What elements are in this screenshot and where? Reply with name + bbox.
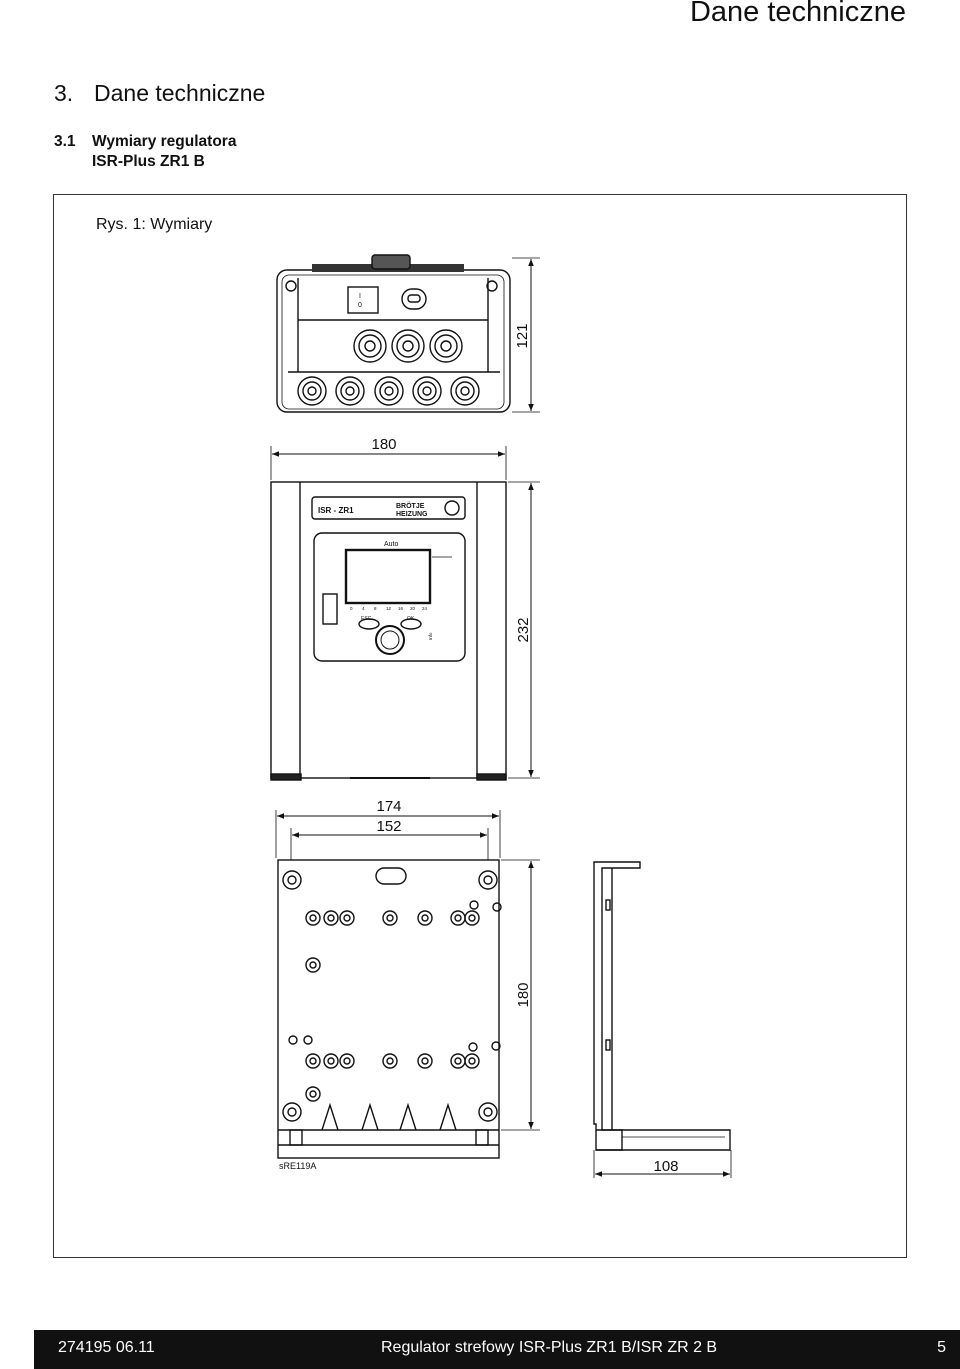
front-scale: 0 4 8 12 16 20 24 (350, 606, 428, 611)
section-title: Dane techniczne (94, 80, 266, 106)
figure-frame (53, 194, 907, 1258)
front-esc-label: ESC (361, 616, 372, 622)
top-glands-lower (297, 376, 480, 406)
drawing-code: sRE119A (279, 1161, 316, 1171)
dim-width-front: 180 (371, 436, 396, 453)
scale-label: 12 (386, 606, 392, 611)
subsection-number: 3.1 (54, 133, 76, 150)
footer-document-code: 274195 06.11 (58, 1339, 155, 1356)
scale-label: 24 (422, 606, 428, 611)
footer-document-title: Regulator strefowy ISR-Plus ZR1 B/ISR ZR… (381, 1339, 718, 1356)
page-footer: 274195 06.11 Regulator strefowy ISR-Plus… (34, 1330, 960, 1369)
side-view (593, 861, 732, 1178)
front-ok-label: OK (407, 616, 415, 622)
front-view (270, 446, 540, 781)
subsection-title-line2: ISR-Plus ZR1 B (92, 153, 205, 170)
dim-height-back: 180 (515, 982, 532, 1007)
front-brand-right-line1: BRÖTJE (396, 501, 425, 510)
section-heading: 3. Dane techniczne (54, 80, 265, 107)
dim-height-front: 232 (515, 617, 532, 642)
back-knockouts-lower (288, 1035, 501, 1102)
figure-caption: Rys. 1: Wymiary (96, 216, 213, 233)
scale-label: 16 (398, 606, 404, 611)
subsection-heading: 3.1 Wymiary regulatora ISR-Plus ZR1 B (54, 132, 236, 172)
scale-label: 4 (362, 606, 365, 611)
back-view (275, 810, 540, 1159)
dim-width-back-outer: 174 (376, 798, 401, 815)
scale-label: 20 (410, 606, 416, 611)
scale-label: 0 (350, 606, 353, 611)
section-number: 3. (54, 80, 74, 106)
switch-off-label: 0 (358, 302, 362, 309)
front-brand-right-line2: HEIZUNG (396, 511, 428, 518)
subsection-title-line1: Wymiary regulatora (92, 133, 237, 150)
front-brand-left: ISR - ZR1 (318, 506, 354, 515)
front-info-label: Info (428, 632, 433, 640)
footer-page-number: 5 (937, 1339, 946, 1356)
dim-depth-side: 108 (653, 1158, 678, 1175)
dim-height-top: 121 (514, 323, 531, 348)
dim-width-back-inner: 152 (376, 818, 401, 835)
top-view (276, 254, 540, 413)
back-knockouts-upper (305, 900, 502, 973)
page-header-title: Dane techniczne (689, 0, 906, 28)
scale-label: 8 (374, 606, 377, 611)
front-mode-label: Auto (384, 541, 399, 548)
switch-on-label: I (359, 293, 361, 300)
top-glands-upper (353, 329, 463, 363)
